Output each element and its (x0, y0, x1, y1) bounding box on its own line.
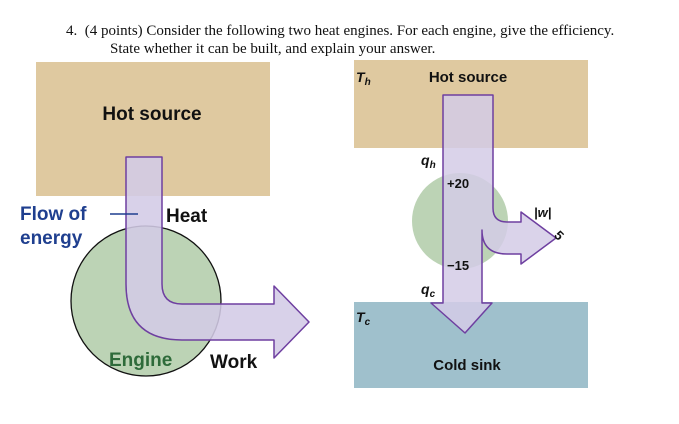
question-line-1: 4. (4 points) Consider the following two… (66, 22, 614, 40)
engine-label: Engine (109, 350, 172, 371)
work-value-5: 5 (551, 228, 567, 244)
right-flow-arrow (430, 94, 557, 334)
qh-label: qh (421, 152, 436, 171)
heat-label: Heat (166, 206, 208, 227)
question-text: 4. (4 points) Consider the following two… (0, 0, 679, 60)
right-hot-source-label: Hot source (429, 69, 507, 86)
left-flow-arrow (125, 156, 310, 359)
qc-label: qc (421, 281, 436, 300)
question-line-1-text: (4 points) Consider the following two he… (84, 23, 615, 39)
work-label: Work (210, 352, 258, 373)
plus-20-label: +20 (447, 176, 469, 191)
left-hot-source-label: Hot source (102, 104, 201, 125)
tc-label: Tc (356, 309, 371, 328)
cold-sink-label: Cold sink (433, 357, 501, 374)
work-w-label: |w| (534, 205, 551, 220)
minus-15-label: −15 (447, 258, 469, 273)
th-label: Th (356, 69, 371, 88)
question-line-2: State whether it can be built, and expla… (110, 41, 436, 57)
right-engine-diagram: Th Hot source qh +20 |w| 5 −15 qc Tc Col… (354, 60, 588, 388)
question-number: 4. (66, 23, 78, 39)
energy-label: energy (20, 228, 83, 249)
flow-of-label: Flow of (20, 204, 87, 225)
left-engine-diagram: Hot source Flow of energy Heat Engine Wo… (20, 62, 310, 377)
